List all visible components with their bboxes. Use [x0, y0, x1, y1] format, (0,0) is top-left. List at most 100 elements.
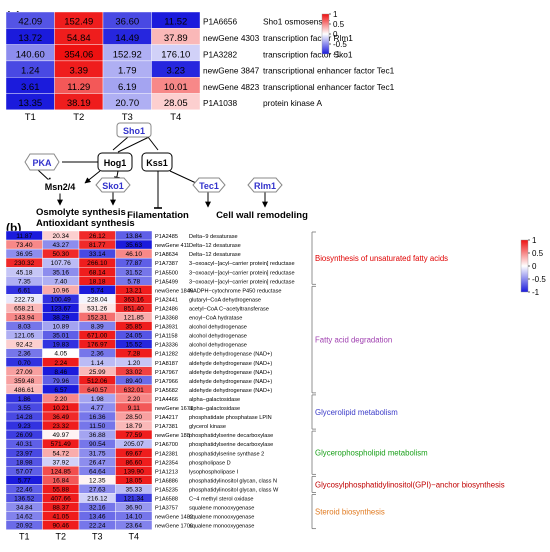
row-desc: alpha−galactosidase: [189, 406, 240, 412]
row-desc: glycerol kinase: [189, 424, 226, 430]
row-desc: aldehyde dehydrogenase (NAD+): [189, 352, 272, 358]
row-desc: transcriptional enhancer factor Tec1: [263, 66, 395, 76]
cell-value: 36.95: [16, 251, 33, 258]
cell-value: 23.97: [16, 450, 33, 457]
cell-value: 77.87: [125, 260, 142, 267]
cell-value: 640.57: [87, 387, 108, 394]
cell-value: 671.00: [87, 333, 108, 340]
cell-value: 1.79: [118, 66, 137, 77]
cell-value: 5.78: [127, 278, 140, 285]
cell-value: 49.97: [52, 432, 69, 439]
category-label: Biosynthesis of unsaturated fatty acids: [315, 254, 448, 263]
cell-value: 2.36: [18, 351, 31, 358]
row-desc: aldehyde dehydrogenase (NAD+): [189, 379, 272, 385]
row-id: P1A7966: [155, 379, 178, 385]
row-id: P1A5500: [155, 270, 178, 276]
column-label: T3: [92, 532, 103, 542]
cell-value: 14.10: [125, 514, 142, 521]
row-id: P1A2354: [155, 460, 178, 466]
cell-value: 28.50: [125, 414, 142, 421]
cell-value: 68.14: [89, 269, 106, 276]
cell-value: 124.85: [51, 468, 72, 475]
row-desc: alcohol dehydrogenase: [189, 334, 247, 340]
cell-value: 228.04: [87, 296, 108, 303]
column-label: T4: [170, 112, 181, 123]
cell-value: 359.48: [14, 378, 35, 385]
colorbar-tick: -0.5: [532, 275, 546, 284]
cell-value: 73.40: [16, 242, 33, 249]
colorbar-b: 10.50-0.5-1: [520, 236, 546, 297]
cell-value: 37.89: [164, 33, 188, 44]
cell-value: 176.10: [161, 49, 190, 60]
row-desc: alpha−galactosidase: [189, 397, 240, 403]
row-id: P1A7967: [155, 370, 178, 376]
cell-value: 90.54: [89, 441, 106, 448]
cell-value: 92.42: [16, 342, 33, 349]
output-cellwall: Cell wall remodeling: [216, 210, 308, 221]
cell-value: 36.49: [52, 414, 69, 421]
cell-value: 33.14: [89, 251, 106, 258]
cell-value: 176.97: [87, 342, 108, 349]
cell-value: 18.79: [125, 423, 142, 430]
row-desc: phosphatidate phosphatase LPIN: [189, 415, 272, 421]
column-label: T2: [55, 532, 66, 542]
cell-value: 50.30: [52, 251, 69, 258]
cell-value: 152.49: [64, 17, 93, 28]
row-desc: phosphatidylinositol glycan, class N: [189, 478, 277, 484]
row-id: P1A4217: [155, 415, 178, 421]
cell-value: 230.32: [14, 260, 35, 267]
cell-value: 11.87: [16, 233, 32, 240]
edge-hog1-msn: [84, 170, 101, 184]
node-sho1: Sho1: [116, 122, 152, 138]
cell-value: 23.32: [52, 423, 69, 430]
cell-value: 69.67: [125, 450, 142, 457]
category-brackets: Biosynthesis of unsaturated fatty acidsF…: [311, 231, 505, 530]
row-id: newGene 188: [155, 433, 190, 439]
colorbar-tick: 0: [532, 262, 537, 271]
category-label: Fatty acid degradation: [315, 336, 392, 345]
row-id: P1A3931: [155, 325, 178, 331]
row-desc: NADPH−cytochrome P450 reductase: [189, 288, 282, 294]
cell-value: 7.35: [18, 278, 31, 285]
cell-value: 354.06: [64, 49, 93, 60]
cell-value: 86.60: [125, 459, 142, 466]
row-id: P1A1158: [155, 334, 178, 340]
row-id: P1A1213: [155, 469, 178, 475]
row-id: P1A1038: [203, 98, 238, 108]
row-desc: Delta−12 desaturase: [189, 243, 241, 249]
cell-value: 4.05: [54, 351, 67, 358]
row-id: P1A3282: [203, 49, 238, 59]
svg-text:Tec1: Tec1: [199, 181, 219, 191]
row-id: newGene 411: [155, 243, 189, 249]
edge-sho1-hog1: [112, 136, 129, 151]
output-antioxidant: Antioxidant synthesis: [36, 218, 135, 229]
node-hog1: Hog1: [97, 152, 133, 172]
cell-value: 8.46: [54, 369, 67, 376]
svg-text:PKA: PKA: [32, 158, 52, 168]
cell-value: 0.70: [18, 360, 31, 367]
cell-value: 10.01: [164, 82, 188, 93]
row-id: P1A1282: [155, 352, 178, 358]
row-id: P1A6656: [203, 17, 238, 27]
cell-value: 20.92: [16, 523, 33, 530]
row-id: P1A2441: [155, 297, 178, 303]
cell-value: 43.27: [52, 242, 69, 249]
cell-value: 4.77: [91, 405, 104, 412]
row-desc: phosphatidylinositol glycan, class W: [189, 487, 279, 493]
cell-value: 18.18: [89, 278, 106, 285]
row-id: newGene 4823: [203, 82, 260, 92]
cell-value: 32.16: [89, 505, 106, 512]
output-filamentation: Filamentation: [127, 210, 189, 221]
row-id: P1A8187: [155, 361, 178, 367]
cell-value: 266.10: [87, 260, 108, 267]
row-id: P1A7381: [155, 424, 178, 430]
cell-value: 22.46: [16, 486, 33, 493]
cell-value: 121.05: [14, 333, 35, 340]
cell-value: 11.29: [67, 82, 90, 93]
row-desc: alcohol dehydrogenase: [189, 325, 247, 331]
row-desc: alcohol dehydrogenase: [189, 343, 247, 349]
row-desc: aldehyde dehydrogenase (NAD+): [189, 388, 272, 394]
node-tec1: Tec1: [192, 177, 226, 193]
cell-value: 33.02: [125, 369, 142, 376]
